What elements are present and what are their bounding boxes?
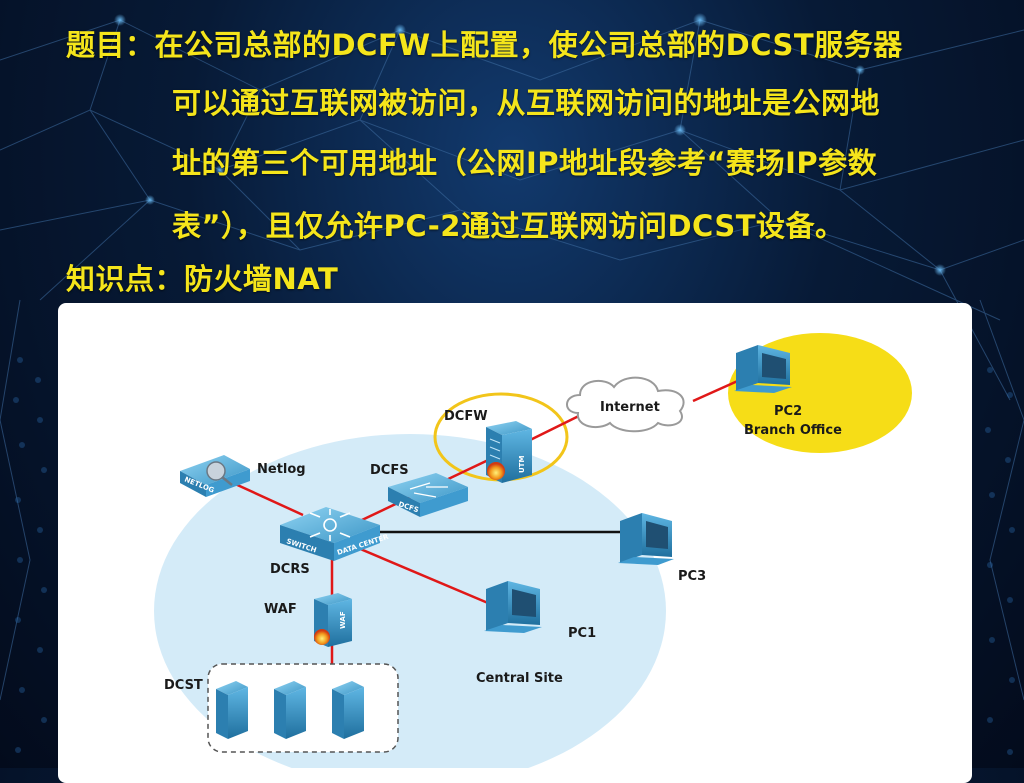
central-site-label: Central Site (476, 671, 563, 686)
dcrs-label: DCRS (270, 562, 310, 577)
netlog-device-icon (180, 455, 250, 497)
pc1-computer-icon (484, 581, 542, 633)
waf-label: WAF (264, 602, 297, 617)
pc3-computer-icon (618, 513, 674, 565)
branch-office-label: Branch Office (744, 423, 842, 438)
question-line-2: 可以通过互联网被访问，从互联网访问的地址是公网地 (172, 86, 881, 120)
pc2-label: PC2 (774, 404, 802, 419)
pc2-computer-icon (734, 345, 792, 393)
link-netlog-dcrs (232, 481, 304, 517)
knowledge-point: 知识点：防火墙NAT (66, 262, 339, 296)
internet-cloud-icon (566, 376, 685, 433)
topology-panel: Internet DCFW UTM DCFS DCFS Netlog (58, 303, 972, 783)
internet-label: Internet (600, 400, 660, 415)
dcfw-firewall-icon (486, 421, 532, 483)
netlog-label: Netlog (257, 462, 306, 477)
dcrs-switch-icon (280, 507, 380, 561)
pc3-label: PC3 (678, 569, 706, 584)
question-line-1: 题目：在公司总部的DCFW上配置，使公司总部的DCST服务器 (66, 28, 903, 62)
network-topology-diagram: Internet DCFW UTM DCFS DCFS Netlog (154, 333, 912, 768)
dcfs-device-icon (388, 473, 468, 517)
link-dcrs-pc1 (357, 546, 489, 605)
question-line-3: 址的第三个可用地址（公网IP地址段参考“赛场IP参数 (172, 146, 878, 180)
pc1-label: PC1 (568, 626, 596, 641)
waf-firewall-icon (314, 593, 352, 647)
utm-text: UTM (518, 456, 526, 473)
dcfw-label: DCFW (444, 409, 488, 424)
dcst-server-2-icon (274, 681, 306, 739)
dcst-label: DCST (164, 678, 203, 693)
waf-device-text: WAF (339, 611, 347, 629)
dcfs-label: DCFS (370, 463, 409, 478)
dcst-server-1-icon (216, 681, 248, 739)
question-line-4: 表”），且仅允许PC-2通过互联网访问DCST设备。 (172, 209, 845, 243)
dcst-server-3-icon (332, 681, 364, 739)
